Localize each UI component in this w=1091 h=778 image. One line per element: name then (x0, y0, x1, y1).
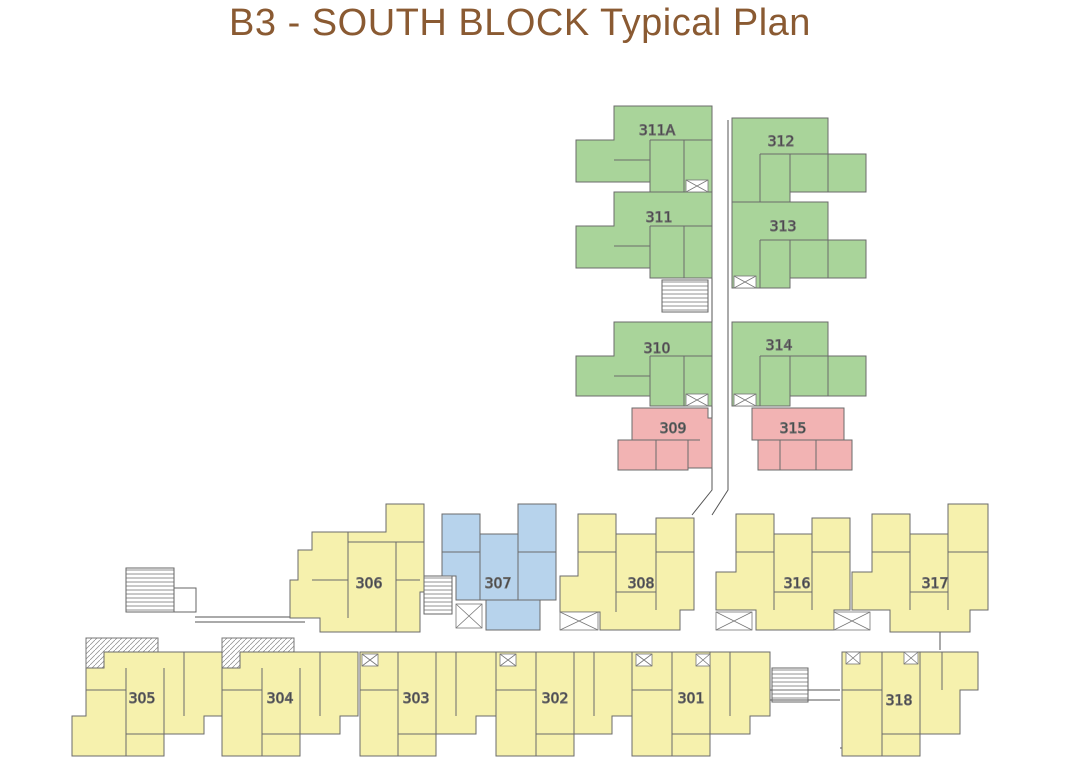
unit-label-305: 305 (129, 691, 156, 707)
unit-303[interactable]: 303 (359, 651, 497, 757)
unit-304[interactable]: 304 (221, 651, 359, 757)
unit-311A[interactable]: 311A (575, 105, 713, 193)
unit-311[interactable]: 311 (575, 191, 713, 279)
unit-label-311: 311 (646, 210, 673, 226)
stair-core-central (423, 575, 453, 615)
unit-label-318: 318 (886, 693, 913, 709)
unit-label-314: 314 (766, 338, 793, 354)
unit-label-303: 303 (403, 691, 430, 707)
stair-core-north (661, 279, 709, 313)
unit-314[interactable]: 314 (731, 321, 867, 407)
unit-label-317: 317 (922, 576, 949, 592)
stair-core-west (125, 567, 175, 613)
unit-label-311A: 311A (639, 123, 676, 139)
unit-315[interactable]: 315 (751, 407, 853, 471)
unit-302[interactable]: 302 (495, 651, 633, 757)
unit-312[interactable]: 312 (731, 117, 867, 203)
unit-label-316: 316 (784, 576, 811, 592)
unit-label-313: 313 (770, 219, 797, 235)
page-title: B3 - SOUTH BLOCK Typical Plan (229, 2, 811, 44)
unit-308[interactable]: 308 (559, 513, 695, 631)
unit-313[interactable]: 313 (731, 201, 867, 289)
lift-west (173, 587, 197, 613)
unit-310[interactable]: 310 (575, 321, 713, 407)
unit-307[interactable]: 307 (441, 503, 557, 631)
unit-305[interactable]: 305 (71, 651, 223, 757)
unit-309[interactable]: 309 (617, 407, 713, 471)
unit-label-304: 304 (267, 691, 294, 707)
unit-label-302: 302 (542, 691, 569, 707)
unit-label-301: 301 (678, 691, 705, 707)
unit-label-306: 306 (356, 576, 383, 592)
unit-306[interactable]: 306 (289, 503, 425, 633)
unit-317[interactable]: 317 (851, 503, 989, 633)
unit-label-310: 310 (644, 341, 671, 357)
stair-core-east (771, 667, 809, 703)
unit-label-307: 307 (485, 576, 512, 592)
unit-label-309: 309 (660, 421, 687, 437)
unit-301[interactable]: 301 (631, 651, 771, 757)
unit-label-308: 308 (628, 576, 655, 592)
unit-318[interactable]: 318 (841, 651, 979, 757)
unit-label-315: 315 (780, 421, 807, 437)
unit-316[interactable]: 316 (715, 513, 851, 631)
service-shafts (361, 179, 919, 667)
unit-label-312: 312 (768, 134, 795, 150)
